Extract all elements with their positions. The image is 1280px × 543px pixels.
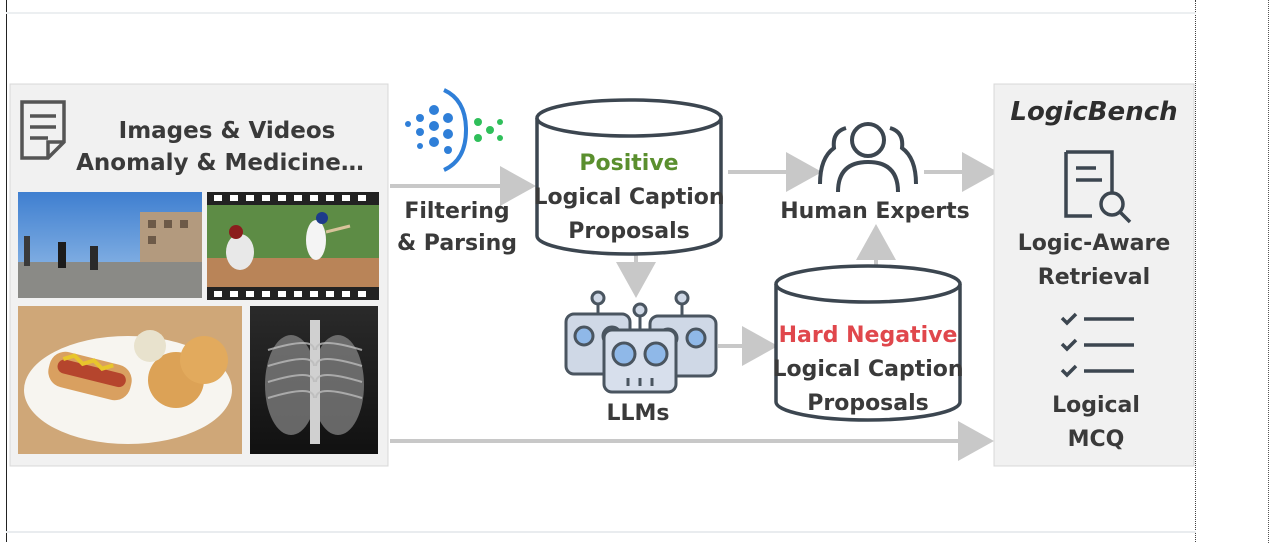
search-document-icon bbox=[1064, 150, 1132, 224]
filtering-label-line2: & Parsing bbox=[397, 231, 517, 256]
street-scene-image bbox=[18, 192, 202, 298]
page-frame bbox=[6, 0, 1196, 542]
logicbench-title: LogicBench bbox=[1010, 97, 1177, 127]
top-rule bbox=[6, 12, 1196, 14]
checklist-icon bbox=[1060, 312, 1134, 378]
mcq-label-line2: MCQ bbox=[1068, 427, 1125, 452]
filtering-icon bbox=[405, 88, 503, 172]
filtering-label-line1: Filtering bbox=[404, 199, 509, 224]
food-image bbox=[18, 306, 242, 454]
positive-label: Positive bbox=[579, 151, 678, 176]
positive-caption-line2: Logical Caption bbox=[533, 185, 724, 210]
hard-negative-database: Hard Negative Logical Caption Proposals bbox=[772, 264, 964, 422]
llms-label: LLMs bbox=[606, 401, 669, 426]
human-experts-label: Human Experts bbox=[780, 199, 970, 224]
retrieval-label-line2: Retrieval bbox=[1038, 265, 1150, 290]
positive-database: Positive Logical Caption Proposals bbox=[533, 98, 725, 256]
robot-icon-front bbox=[602, 302, 678, 394]
flow-arrows bbox=[390, 152, 998, 461]
negative-caption-line2: Logical Caption bbox=[772, 357, 963, 382]
document-icon bbox=[20, 100, 66, 160]
mcq-label-line1: Logical bbox=[1052, 393, 1140, 418]
logicbench-panel: LogicBench Logic-Aware Retrieval Logical… bbox=[993, 83, 1195, 467]
positive-caption-line3: Proposals bbox=[568, 219, 690, 244]
right-margin-rule bbox=[1268, 0, 1270, 543]
retrieval-label-line1: Logic-Aware bbox=[1018, 231, 1171, 256]
sources-title-line1: Images & Videos bbox=[119, 118, 336, 144]
negative-caption-line3: Proposals bbox=[807, 391, 929, 416]
baseball-video-frame bbox=[207, 192, 379, 300]
chest-xray-image bbox=[250, 306, 378, 454]
human-experts-icon bbox=[818, 122, 918, 193]
bottom-rule bbox=[6, 531, 1196, 533]
hard-negative-label: Hard Negative bbox=[779, 323, 958, 348]
sources-title-line2: Anomaly & Medicine… bbox=[76, 150, 364, 176]
sources-panel: Images & Videos Anomaly & Medicine… bbox=[9, 83, 389, 467]
llm-robots-icon bbox=[564, 290, 718, 394]
